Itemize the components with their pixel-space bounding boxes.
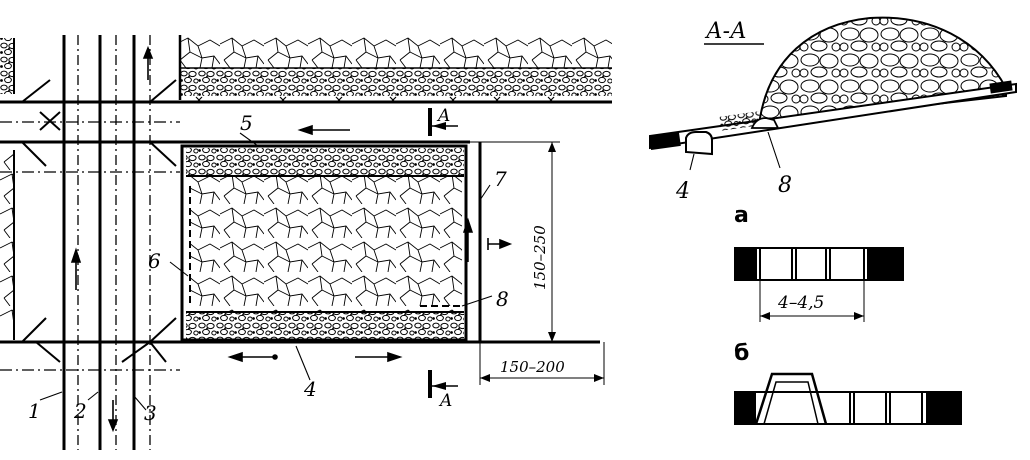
- stope-caved-ore: [190, 176, 462, 312]
- stope-outline: [180, 144, 468, 342]
- section-label-4: 4: [675, 179, 690, 204]
- section-label-8: 8: [778, 173, 792, 198]
- left-coarse-mid: [0, 150, 14, 320]
- dimension-width: 150–200: [479, 342, 605, 385]
- section-marker-label-top: A: [436, 106, 450, 126]
- dimension-height: 150–250: [470, 141, 560, 342]
- section-marker-bottom: A: [428, 370, 458, 411]
- raise-arrows: [70, 45, 154, 433]
- label-7: 7: [494, 167, 507, 191]
- section-view: А-А 4 8: [649, 16, 1017, 204]
- section-marker-label-bottom: A: [438, 391, 452, 411]
- label-2: 2: [73, 399, 87, 423]
- label-6: 6: [148, 249, 161, 273]
- section-drift-8: [750, 117, 780, 129]
- plan-view: A A 150–250 150–200: [0, 35, 612, 450]
- detail-a: а 4–4,5: [734, 203, 904, 322]
- rubble-strip-4: [186, 312, 464, 340]
- section-marker-top: A: [428, 106, 458, 136]
- upper-drift-crosses: [195, 96, 555, 104]
- footwall-slope: [649, 82, 1017, 150]
- left-rubble-top: [0, 38, 14, 94]
- section-drift-4: [685, 131, 713, 156]
- junction-chamfers: [21, 79, 177, 363]
- detail-a-dimension: 4–4,5: [777, 293, 824, 313]
- label-3: 3: [144, 401, 157, 425]
- upper-rubble-strip: [180, 68, 612, 96]
- section-title: А-А: [704, 19, 747, 44]
- label-1: 1: [28, 399, 41, 423]
- side-arrow-right: [487, 238, 513, 250]
- detail-a-label: а: [734, 203, 749, 228]
- label-8: 8: [496, 287, 509, 311]
- rubble-strip-5: [186, 148, 464, 176]
- dim-height-text: 150–250: [531, 225, 549, 290]
- upper-caved-zone: [180, 35, 612, 68]
- drift-arrows: [227, 124, 403, 363]
- dim-width-text: 150–200: [500, 358, 565, 376]
- label-4: 4: [303, 377, 317, 401]
- detail-b-label: б: [734, 341, 749, 366]
- label-5: 5: [240, 111, 253, 135]
- detail-b: б: [734, 341, 962, 425]
- stope-arrow: [462, 217, 474, 262]
